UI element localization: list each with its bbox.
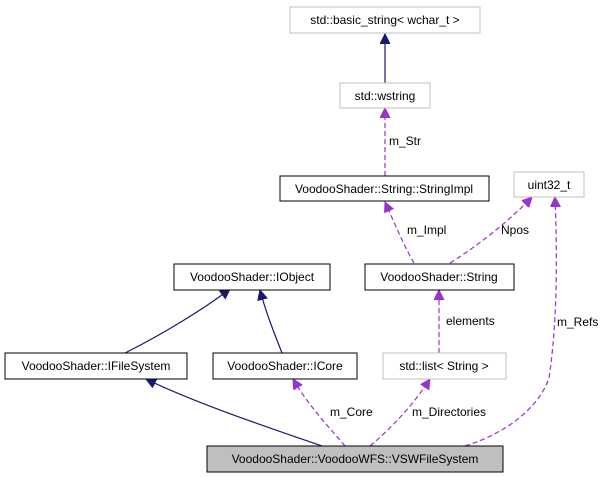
edge-line xyxy=(369,379,430,447)
node-box xyxy=(513,171,585,198)
edge-line xyxy=(449,197,532,264)
node-label: VoodooShader::IObject xyxy=(190,270,315,284)
edge-vswfilesystem-list: m_Directories xyxy=(369,379,486,447)
edge-label-m-refs: m_Refs xyxy=(557,315,598,329)
edge-line xyxy=(293,379,346,447)
node-label: VoodooShader::String::StringImpl xyxy=(295,182,473,196)
node-box xyxy=(279,175,490,202)
nodes-layer: std::basic_string< wchar_t > std::wstrin… xyxy=(4,6,585,473)
edge-list-string: elements xyxy=(439,290,495,353)
node-label: VoodooShader::String xyxy=(380,270,497,284)
node-box xyxy=(212,352,358,380)
node-vswfilesystem[interactable]: VoodooShader::VoodooWFS::VSWFileSystem xyxy=(206,445,504,473)
edge-vswfilesystem-icore: m_Core xyxy=(293,379,373,447)
node-icore[interactable]: VoodooShader::ICore xyxy=(212,352,358,380)
edge-label-m-str: m_Str xyxy=(389,134,421,148)
node-basic-string[interactable]: std::basic_string< wchar_t > xyxy=(289,6,481,34)
node-box xyxy=(4,352,188,380)
node-label: VoodooShader::ICore xyxy=(227,359,343,373)
edge-vswfilesystem-uint32: m_Refs xyxy=(464,197,598,447)
node-box xyxy=(364,263,515,291)
edge-stringimpl-wstring: m_Str xyxy=(385,108,421,176)
edge-label-m-impl: m_Impl xyxy=(407,223,446,237)
node-label: VoodooShader::VoodooWFS::VSWFileSystem xyxy=(232,452,479,466)
edge-line xyxy=(385,202,415,264)
node-stringimpl[interactable]: VoodooShader::String::StringImpl xyxy=(279,175,490,202)
node-box xyxy=(339,82,431,109)
node-string[interactable]: VoodooShader::String xyxy=(364,263,515,291)
edge-label-m-directories: m_Directories xyxy=(412,405,486,419)
node-list[interactable]: std::list< String > xyxy=(382,352,507,380)
node-ifilesystem[interactable]: VoodooShader::IFileSystem xyxy=(4,352,188,380)
node-wstring[interactable]: std::wstring xyxy=(339,82,431,109)
edge-line xyxy=(260,290,283,354)
node-label: std::list< String > xyxy=(399,359,488,373)
node-label: std::wstring xyxy=(355,89,416,103)
node-box xyxy=(206,445,504,473)
node-label: uint32_t xyxy=(528,178,571,192)
edge-string-uint32: Npos xyxy=(449,197,532,264)
node-label: std::basic_string< wchar_t > xyxy=(310,13,459,27)
edge-line xyxy=(146,379,323,447)
node-iobject[interactable]: VoodooShader::IObject xyxy=(173,263,331,291)
node-box xyxy=(382,352,507,380)
node-uint32[interactable]: uint32_t xyxy=(513,171,585,198)
edges-layer: m_Str m_Impl Npos m_Refs elements xyxy=(124,34,598,447)
edge-ifilesystem-iobject xyxy=(124,289,230,354)
edge-vswfilesystem-ifilesystem xyxy=(146,379,323,447)
edge-icore-iobject xyxy=(260,290,283,354)
node-box xyxy=(289,6,481,34)
edge-label-elements: elements xyxy=(446,314,495,328)
node-label: VoodooShader::IFileSystem xyxy=(22,359,171,373)
node-box xyxy=(173,263,331,291)
edge-line xyxy=(124,289,230,354)
edge-label-npos: Npos xyxy=(501,223,529,237)
edge-label-m-core: m_Core xyxy=(330,405,373,419)
edge-string-stringimpl: m_Impl xyxy=(385,202,446,264)
